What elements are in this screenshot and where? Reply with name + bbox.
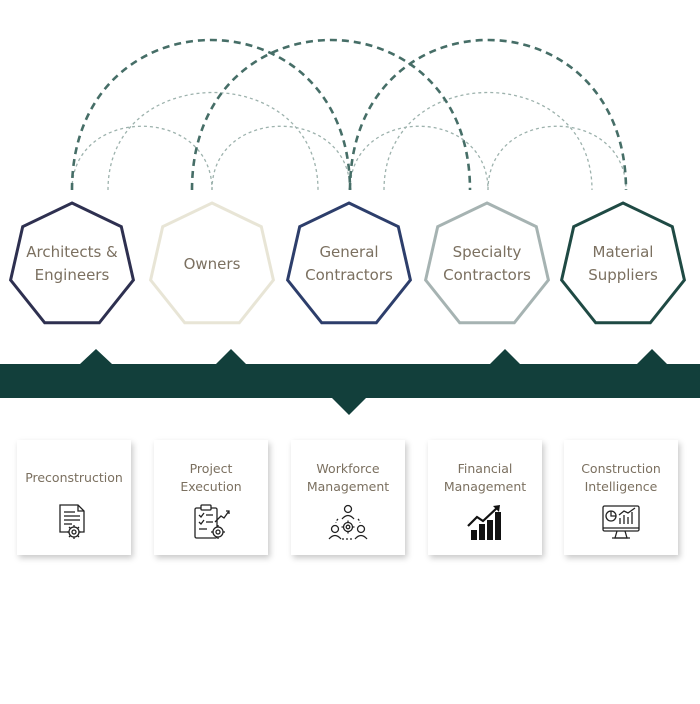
arc-light: [487, 125, 627, 191]
heptagon-shape: [8, 201, 136, 325]
heptagon-outline: [148, 201, 276, 325]
stakeholder-owners: Owners: [148, 200, 276, 328]
document-gear-icon: [59, 504, 85, 539]
module-card-workforce-management[interactable]: Workforce Management: [291, 440, 405, 555]
arc-dark: [190, 38, 472, 191]
analytics-monitor-icon: [602, 505, 640, 539]
platform-band-fill: [0, 349, 700, 415]
heptagon-shape: [148, 201, 276, 325]
stakeholder-label: Owners: [183, 254, 241, 273]
module-card-construction-intelligence[interactable]: Construction Intelligence: [564, 440, 678, 555]
stakeholder-label: Architects & Engineers: [26, 243, 118, 284]
arc-light: [71, 125, 213, 191]
module-title: Construction Intelligence: [581, 461, 661, 494]
module-title: Workforce Management: [306, 461, 390, 494]
arc-dark: [348, 38, 628, 191]
growth-chart-icon: [467, 505, 501, 540]
heptagon-outline: [423, 201, 551, 325]
team-gear-icon: [328, 504, 368, 540]
clipboard-gear-icon: [194, 504, 230, 539]
module-title: Financial Management: [443, 461, 527, 494]
heptagon-shape: [285, 201, 413, 325]
heptagon-shape: [559, 201, 687, 325]
module-card-financial-management[interactable]: Financial Management: [428, 440, 542, 555]
arc-dark: [70, 38, 352, 191]
heptagon-outline: [285, 201, 413, 325]
module-card-preconstruction[interactable]: Preconstruction: [17, 440, 131, 555]
stakeholder-material-suppliers: Material Suppliers: [559, 200, 687, 328]
stakeholder-label: Material Suppliers: [588, 243, 658, 284]
heptagon-shape: [423, 201, 551, 325]
module-title: Project Execution: [180, 461, 242, 494]
stakeholder-label: Specialty Contractors: [443, 243, 531, 284]
stakeholder-label: General Contractors: [305, 243, 393, 284]
stakeholder-specialty-contractors: Specialty Contractors: [423, 200, 551, 328]
heptagon-outline: [559, 201, 687, 325]
arc-light: [349, 125, 489, 191]
stakeholder-architects-engineers: Architects & Engineers: [8, 200, 136, 328]
heptagon-outline: [8, 201, 136, 325]
module-card-project-execution[interactable]: Project Execution: [154, 440, 268, 555]
module-title: Preconstruction: [25, 470, 123, 485]
arc-light: [211, 125, 351, 191]
arc-light: [383, 91, 593, 191]
stakeholder-general-contractors: General Contractors: [285, 200, 413, 328]
